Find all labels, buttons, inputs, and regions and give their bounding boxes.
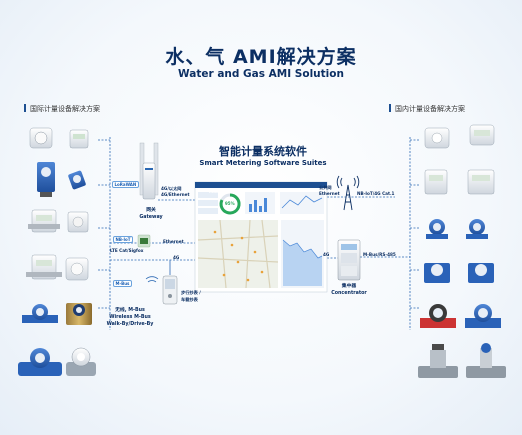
right-meter-8 (468, 263, 494, 283)
page-title: 水、气 AMI解决方案 (165, 46, 357, 68)
right-meter-2 (469, 124, 495, 146)
right-meter-5 (426, 219, 448, 239)
cell-tower-icon (336, 175, 360, 211)
right-meter-10 (465, 304, 501, 328)
section-marker (389, 104, 391, 112)
wireless-label-cn: 无线, M-Bus (115, 308, 145, 313)
gateway-link-label: 4G/以太网 (161, 186, 182, 191)
mbus-rs485-label: M-Bus/RS-485 (363, 252, 396, 257)
dashboard-rate-label: Reading Rate (209, 190, 236, 194)
right-link-label-en: Ethernet (319, 191, 340, 196)
lorawan-badge: LoRaWAN (112, 181, 139, 188)
mbus-badge: M-Bus (113, 280, 132, 287)
lte-label: LTE Cat/Sigfox (110, 248, 144, 253)
right-meter-1 (424, 127, 450, 149)
right-section-header: 国内计量设备解决方案 (389, 104, 465, 114)
nbiot-badge: NB-IoT (113, 236, 134, 243)
nb-link-label: NB-IoT/4G Cat.1 (357, 191, 395, 196)
wireless-label-en2: Walk-By/Drive-By (106, 322, 154, 327)
left-meter-11 (18, 348, 62, 376)
wireless-signal-icon (145, 276, 159, 283)
page-subtitle: Water and Gas AMI Solution (178, 68, 344, 80)
left-meter-10 (66, 303, 92, 325)
wireless-label-en1: Wireless M-Bus (109, 315, 151, 320)
right-meter-12 (466, 343, 506, 378)
concentrator-device (337, 239, 361, 281)
left-meter-9 (22, 304, 58, 323)
handheld-label-2: 车载抄表 (181, 297, 198, 302)
right-section-label: 国内计量设备解决方案 (395, 105, 465, 113)
left-meter-7 (26, 254, 62, 280)
left-section-header: 国际计量设备解决方案 (24, 104, 100, 114)
gateway-link-label-en: 4G/Ethernet (161, 192, 190, 197)
concentrator-label-cn: 集中器 (341, 284, 357, 289)
section-marker (24, 104, 26, 112)
gateway-device (139, 142, 159, 200)
left-section-label: 国际计量设备解决方案 (30, 105, 100, 113)
left-meter-5 (28, 209, 60, 233)
software-title-cn: 智能计量系统软件 (219, 145, 307, 158)
software-dashboard (194, 181, 328, 293)
left-meter-2 (69, 129, 89, 149)
gateway-label-en: Gateway (139, 215, 163, 220)
right-link-label-cn: 公共网 (319, 185, 332, 190)
g4-label-left: 4G (173, 255, 180, 260)
gateway-label-cn: 网关 (146, 208, 156, 213)
handheld-reader (162, 275, 178, 305)
connection-lines (98, 137, 420, 330)
right-meter-6 (466, 219, 488, 239)
ethernet-label: Ethernet (163, 239, 184, 244)
left-meter-12 (66, 347, 96, 376)
dashboard-rate-value: 95% (225, 201, 235, 206)
left-meter-6 (67, 211, 89, 233)
handheld-label-1: 步行抄表 / (181, 290, 201, 295)
concentrator-label-en: Concentrator (331, 291, 367, 296)
g4-label-right: 4G (323, 252, 330, 257)
right-meter-9 (420, 304, 456, 328)
right-meter-4 (467, 169, 495, 195)
left-meter-3 (37, 162, 55, 197)
right-meter-3 (424, 169, 448, 195)
lte-module (137, 234, 151, 248)
right-meter-11 (418, 344, 458, 378)
left-meter-8 (65, 257, 89, 281)
left-meter-1 (29, 127, 53, 149)
right-meter-7 (424, 263, 450, 283)
left-meter-4 (68, 170, 86, 190)
reading-rate-arc (219, 193, 241, 215)
software-title-en: Smart Metering Software Suites (199, 159, 327, 167)
